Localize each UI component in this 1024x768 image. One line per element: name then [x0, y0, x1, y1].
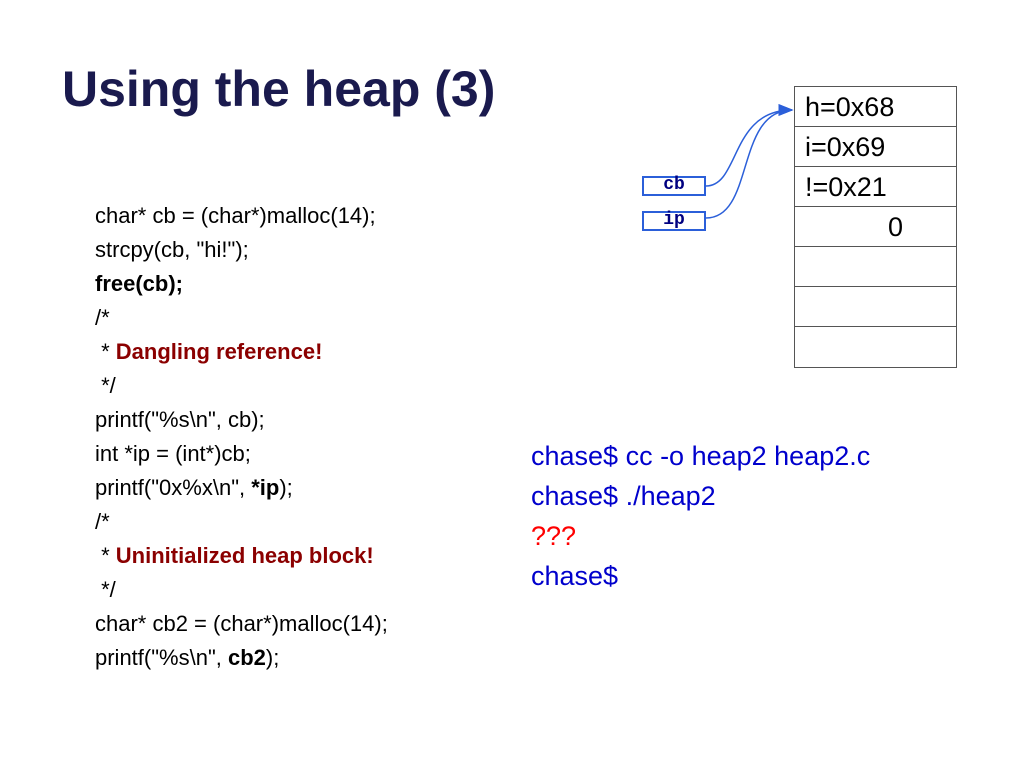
heap-cell: h=0x68 [795, 87, 956, 127]
code-text-bold: *ip [251, 475, 280, 500]
terminal-prompt: chase$ [531, 561, 619, 591]
dangling-reference-warning: Dangling reference! [115, 339, 323, 364]
heap-block: h=0x68 i=0x69 !=0x21 0 [794, 86, 957, 368]
code-line: /* [95, 301, 388, 335]
code-line: free(cb); [95, 267, 388, 301]
code-text: printf("%s\n", cb); [95, 407, 265, 432]
code-text: /* [95, 305, 110, 330]
code-text: int *ip = (int*)cb; [95, 441, 251, 466]
code-line: char* cb2 = (char*)malloc(14); [95, 607, 388, 641]
code-line: char* cb = (char*)malloc(14); [95, 199, 388, 233]
code-text: ); [279, 475, 293, 500]
code-listing: char* cb = (char*)malloc(14); strcpy(cb,… [95, 199, 388, 675]
code-text: * [95, 339, 116, 364]
code-line: printf("%s\n", cb); [95, 403, 388, 437]
code-line: * Dangling reference! [95, 335, 388, 369]
code-line: int *ip = (int*)cb; [95, 437, 388, 471]
code-line: printf("0x%x\n", *ip); [95, 471, 388, 505]
code-line: /* [95, 505, 388, 539]
ip-arrow [705, 104, 794, 219]
code-text: */ [95, 373, 116, 398]
unknown-output: ??? [531, 521, 577, 551]
code-line: printf("%s\n", cb2); [95, 641, 388, 675]
code-text-bold: free(cb); [95, 271, 184, 296]
heap-cell [795, 327, 956, 367]
heap-cell: i=0x69 [795, 127, 956, 167]
code-text: * [95, 543, 116, 568]
code-text: */ [95, 577, 116, 602]
slide-title: Using the heap (3) [62, 61, 496, 117]
terminal-output: chase$ cc -o heap2 heap2.c chase$ ./heap… [531, 436, 870, 596]
code-text: char* cb = (char*)malloc(14); [95, 203, 376, 228]
code-line: strcpy(cb, "hi!"); [95, 233, 388, 267]
code-line: * Uninitialized heap block! [95, 539, 388, 573]
cb-arrow [705, 104, 794, 187]
code-text: printf("0x%x\n", [95, 475, 252, 500]
terminal-line: chase$ cc -o heap2 heap2.c [531, 441, 871, 471]
code-text: printf("%s\n", [95, 645, 228, 670]
ip-pointer-box: ip [642, 211, 706, 231]
code-text-bold: cb2 [228, 645, 266, 670]
cb-pointer-box: cb [642, 176, 706, 196]
code-text: ); [265, 645, 280, 670]
heap-cell [795, 287, 956, 327]
terminal-line: chase$ ./heap2 [531, 481, 716, 511]
heap-cell [795, 247, 956, 287]
code-line: */ [95, 369, 388, 403]
code-text: strcpy(cb, "hi!"); [95, 237, 249, 262]
uninitialized-block-warning: Uninitialized heap block! [115, 543, 374, 568]
heap-cell: !=0x21 [795, 167, 956, 207]
code-line: */ [95, 573, 388, 607]
code-text: /* [95, 509, 110, 534]
code-text: char* cb2 = (char*)malloc(14); [95, 611, 388, 636]
heap-cell: 0 [795, 207, 956, 247]
